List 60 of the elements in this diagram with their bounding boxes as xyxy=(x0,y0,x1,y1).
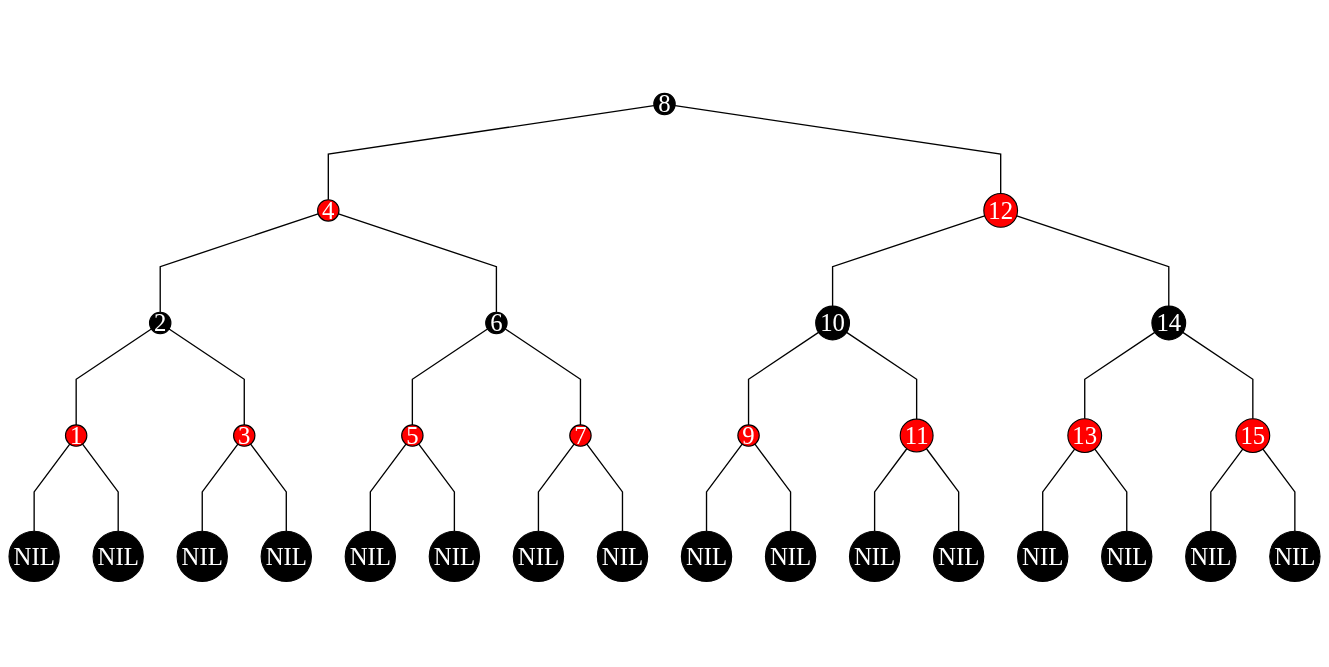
connector xyxy=(168,328,245,426)
connector xyxy=(411,328,489,426)
connector xyxy=(586,443,624,532)
node-circle: 9 xyxy=(737,424,760,447)
connector xyxy=(81,443,119,532)
node-circle: 1 xyxy=(64,424,88,447)
node-circle: 2 xyxy=(148,311,172,335)
connector xyxy=(1262,448,1296,532)
node-circle: NIL xyxy=(596,530,649,583)
node-circle: 8 xyxy=(653,92,676,116)
connector xyxy=(418,443,456,532)
node-circle: NIL xyxy=(1185,530,1237,583)
connector xyxy=(33,443,71,532)
node-circle: NIL xyxy=(512,530,565,583)
connector xyxy=(369,443,407,532)
node-circle: 12 xyxy=(983,192,1019,228)
node-circle: 14 xyxy=(1151,305,1187,341)
connector xyxy=(705,443,743,532)
node-circle: NIL xyxy=(8,530,60,583)
node-circle: 5 xyxy=(401,424,424,447)
connector xyxy=(925,448,960,532)
node-circle: 15 xyxy=(1235,418,1271,454)
connector xyxy=(1042,448,1076,532)
node-circle: NIL xyxy=(764,530,817,583)
connector xyxy=(674,104,1002,195)
node-circle: 11 xyxy=(899,418,934,453)
node-circle: NIL xyxy=(260,530,312,583)
node-circle: 4 xyxy=(317,199,340,222)
connector xyxy=(1094,448,1128,532)
connector xyxy=(250,443,287,532)
node-circle: NIL xyxy=(344,530,397,583)
node-circle: 13 xyxy=(1067,418,1103,454)
connector xyxy=(159,213,319,313)
node-circle: NIL xyxy=(1017,530,1069,583)
node-circle: NIL xyxy=(848,530,901,583)
connector xyxy=(831,215,986,307)
node-circle: 3 xyxy=(233,424,256,447)
connector xyxy=(537,443,575,532)
node-circle: NIL xyxy=(1101,530,1153,583)
connector xyxy=(504,328,582,426)
connector xyxy=(201,443,239,532)
node-circle: NIL xyxy=(932,530,985,583)
node-circle: NIL xyxy=(176,530,228,583)
connector xyxy=(1084,331,1156,420)
connector xyxy=(747,331,820,426)
node-circle: NIL xyxy=(428,530,481,583)
connector xyxy=(337,213,498,313)
connector xyxy=(845,331,918,420)
node-circle: 10 xyxy=(815,305,851,341)
connector xyxy=(873,448,908,532)
connector xyxy=(1182,331,1254,420)
connector xyxy=(1210,448,1244,532)
connector xyxy=(1016,215,1170,307)
node-circle: NIL xyxy=(92,530,144,583)
node-circle: 7 xyxy=(569,424,592,447)
connector xyxy=(754,443,792,532)
node-circle: NIL xyxy=(1269,530,1321,583)
node-circle: NIL xyxy=(680,530,733,583)
connector xyxy=(75,328,152,426)
node-circle: 6 xyxy=(485,311,508,335)
